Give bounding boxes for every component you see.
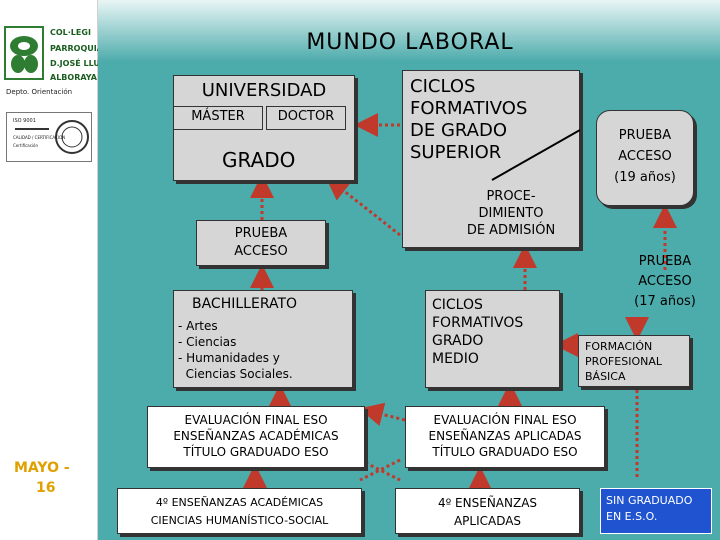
eval-aplicadas-label: EVALUACIÓN FINAL ESO ENSEÑANZAS APLICADA… xyxy=(428,413,582,459)
bachillerato-items: - Artes - Ciencias - Humanidades y Cienc… xyxy=(178,319,293,381)
cert-text-3: Certificación xyxy=(13,143,39,148)
ciclos-medio-label: CICLOS FORMATIVOS GRADO MEDIO xyxy=(432,297,524,367)
master-label: MÁSTER xyxy=(191,109,245,124)
prueba-acceso-box xyxy=(196,220,326,266)
cuarto-academicas-box xyxy=(117,488,362,534)
fp-basica-label: FORMACIÓN PROFESIONAL BÁSICA xyxy=(585,340,662,383)
prueba-acceso-19-label: PRUEBA ACCESO (19 años) xyxy=(614,128,676,185)
sin-graduado-box xyxy=(600,488,712,534)
date-line-1: MAYO - xyxy=(14,460,70,476)
doctor-box xyxy=(266,106,346,130)
cuarto-academicas-label: 4º ENSEÑANZAS ACADÉMICAS CIENCIAS HUMANÍ… xyxy=(150,496,329,527)
school-name-line-3: D.JOSÉ LLUCH xyxy=(50,59,113,68)
bachillerato-title: BACHILLERATO xyxy=(192,296,298,312)
master-box xyxy=(173,106,263,130)
cert-text-2: CALIDAD / CERTIFICACION xyxy=(13,135,66,140)
ciclos-superior-box xyxy=(402,70,580,248)
fp-basica-box xyxy=(578,335,690,387)
grado-label: GRADO xyxy=(222,148,296,172)
prueba-acceso-19-box xyxy=(596,110,694,206)
school-name-line-4: ALBORAYA xyxy=(50,73,97,82)
sin-graduado-label: SIN GRADUADO EN E.S.O. xyxy=(606,494,693,523)
ciclos-superior-label: CICLOS FORMATIVOS DE GRADO SUPERIOR xyxy=(410,76,528,163)
date-line-2: 16 xyxy=(36,480,56,496)
diagonal-divider xyxy=(491,129,580,181)
eval-aplicadas-box xyxy=(405,406,605,468)
title-bar xyxy=(98,0,720,62)
eval-academicas-box xyxy=(147,406,365,468)
school-logo xyxy=(4,26,44,80)
eval-academicas-label: EVALUACIÓN FINAL ESO ENSEÑANZAS ACADÉMIC… xyxy=(173,413,339,459)
prueba-acceso-label: PRUEBA ACCESO xyxy=(234,226,288,259)
doctor-label: DOCTOR xyxy=(277,109,335,124)
bachillerato-box xyxy=(173,290,353,388)
cert-text-1: ISO 9001 xyxy=(13,118,36,124)
cuarto-aplicadas-label: 4º ENSEÑANZAS APLICADAS xyxy=(437,496,538,528)
prueba-acceso-17-label: PRUEBA ACCESO (17 años) xyxy=(634,254,696,309)
universidad-label: UNIVERSIDAD xyxy=(201,80,327,101)
school-name-line-2: PARROQUIAL xyxy=(50,44,109,53)
department-label: Depto. Orientación xyxy=(6,88,73,96)
sidebar xyxy=(0,0,98,540)
certification-logo: ISO 9001 CALIDAD / CERTIFICACION Certifi… xyxy=(6,112,92,162)
ciclos-medio-box xyxy=(425,290,560,388)
page-title: MUNDO LABORAL xyxy=(306,30,514,55)
cuarto-aplicadas-box xyxy=(395,488,580,534)
school-name-line-1: COL·LEGI xyxy=(50,28,91,37)
procedimiento-label: PROCE- DIMIENTO DE ADMISIÓN xyxy=(466,189,556,238)
